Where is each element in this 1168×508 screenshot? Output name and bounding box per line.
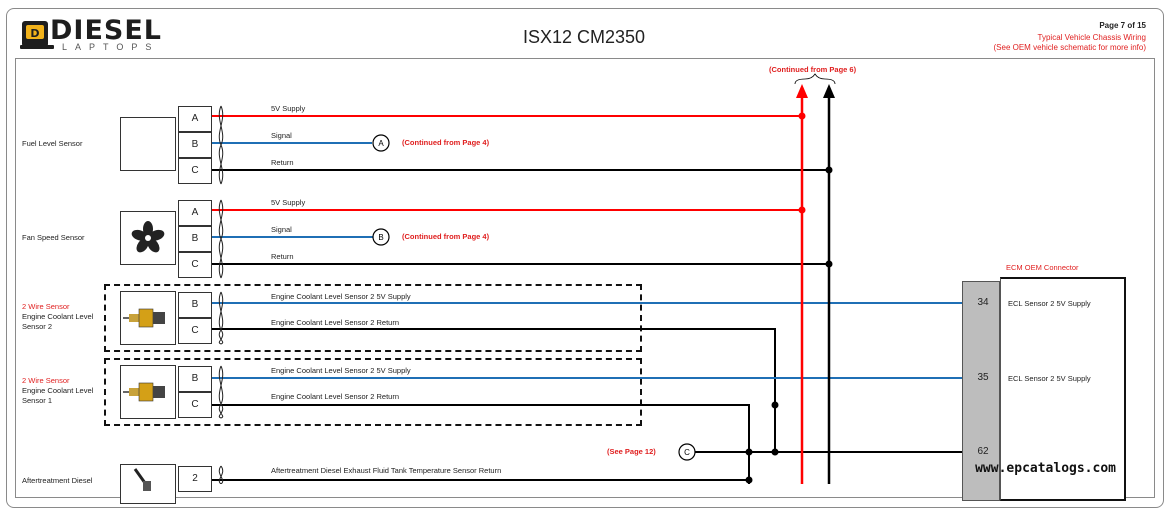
coolant-1-name-line2: Sensor 1 — [22, 396, 53, 405]
fan-speed-pin-a: A — [178, 200, 212, 226]
ecm-pin-34-desc: ECL Sensor 2 5V Supply — [1008, 299, 1091, 308]
page-number: Page 7 of 15 — [1099, 21, 1146, 30]
splice-dot — [798, 206, 806, 214]
fuel-level-pin-b: B — [178, 132, 212, 158]
splice-dot — [798, 112, 806, 120]
coolant-2-supply-label: Engine Coolant Level Sensor 2 5V Supply — [271, 292, 411, 301]
oem-note: (See OEM vehicle schematic for more info… — [993, 43, 1147, 52]
splice-dot — [745, 448, 753, 456]
brand-subtitle: LAPTOPS — [62, 42, 160, 52]
fuel-level-sensor-body — [120, 117, 176, 171]
ecm-pin-34: 34 — [977, 297, 989, 308]
coolant-sensor-icon — [123, 308, 165, 328]
splice-dot — [771, 401, 779, 409]
ecm-pin-35: 35 — [977, 372, 989, 383]
ecm-connector-title: ECM OEM Connector — [1006, 263, 1079, 272]
coolant-1-pin-b: B — [178, 366, 212, 392]
return-arrow-icon — [823, 84, 835, 98]
coolant-1-supply-label: Engine Coolant Level Sensor 2 5V Supply — [271, 366, 411, 375]
coolant-sensor-2-group — [104, 284, 642, 352]
fan-speed-sensor-label: Fan Speed Sensor — [22, 233, 85, 242]
coolant-1-pin-c: C — [178, 392, 212, 418]
coolant-1-return-wire — [212, 404, 750, 484]
logo-emblem-icon: D — [20, 21, 54, 49]
ecm-connector-body — [1000, 277, 1126, 501]
fan-signal-label: Signal — [271, 225, 292, 234]
connector-c-circle — [678, 443, 696, 461]
fan-supply-label: 5V Supply — [271, 198, 306, 207]
page-title: ISX12 CM2350 — [522, 27, 646, 47]
fuel-return-label: Return — [271, 158, 294, 167]
coolant-sensor-2-body — [120, 291, 176, 345]
harness-twist-symbol — [218, 105, 224, 484]
wiring-diagram: A B C — [212, 73, 962, 484]
svg-text:D: D — [30, 27, 39, 40]
connector-a-label: A — [378, 139, 384, 148]
chassis-note: Typical Vehicle Chassis Wiring — [1037, 33, 1146, 42]
see-page-12-label: (See Page 12) — [607, 447, 656, 456]
splice-dot — [825, 166, 833, 174]
aftertreatment-wire-label: Aftertreatment Diesel Exhaust Fluid Tank… — [271, 466, 502, 475]
brand-name: DIESEL — [50, 15, 162, 46]
coolant-1-return-label: Engine Coolant Level Sensor 2 Return — [271, 392, 399, 401]
connector-b-label: B — [378, 233, 383, 242]
connector-c-label: C — [684, 448, 690, 457]
brand-logo: D DIESEL LAPTOPS — [20, 15, 162, 53]
fuel-signal-label: Signal — [271, 131, 292, 140]
watermark-text: www.epcatalogs.com — [975, 461, 1116, 476]
fuel-signal-continuation: (Continued from Page 4) — [402, 138, 490, 147]
coolant-1-name-line1: Engine Coolant Level — [22, 386, 94, 395]
coolant-2-return-label: Engine Coolant Level Sensor 2 Return — [271, 318, 399, 327]
coolant-2-name-line1: Engine Coolant Level — [22, 312, 94, 321]
aftertreatment-sensor-label: Aftertreatment Diesel — [22, 476, 93, 485]
coolant-sensor-1-group — [104, 358, 642, 426]
splice-dot — [771, 448, 779, 456]
coolant-2-type-label: 2 Wire Sensor — [22, 302, 70, 311]
fuel-level-sensor-label: Fuel Level Sensor — [22, 139, 83, 148]
coolant-sensor-icon — [123, 382, 165, 402]
coolant-2-name-line2: Sensor 2 — [22, 322, 53, 331]
ecm-pin-column — [962, 281, 1000, 501]
continuation-brace — [794, 73, 836, 85]
ecm-pin-62: 62 — [977, 446, 989, 457]
fan-speed-sensor-body — [120, 211, 176, 265]
supply-arrow-icon — [796, 84, 808, 98]
coolant-2-pin-b: B — [178, 292, 212, 318]
fan-icon — [131, 221, 165, 253]
continued-from-page-6: (Continued from Page 6) — [769, 65, 857, 74]
splice-dot — [825, 260, 833, 268]
fan-speed-pin-b: B — [178, 226, 212, 252]
fan-return-label: Return — [271, 252, 294, 261]
connector-a-circle — [372, 134, 390, 152]
coolant-2-pin-c: C — [178, 318, 212, 344]
fan-signal-continuation: (Continued from Page 4) — [402, 232, 490, 241]
fan-speed-pin-c: C — [178, 252, 212, 278]
fuel-supply-label: 5V Supply — [271, 104, 306, 113]
splice-dot — [745, 476, 753, 484]
fuel-level-pin-c: C — [178, 158, 212, 184]
ecm-pin-35-desc: ECL Sensor 2 5V Supply — [1008, 374, 1091, 383]
coolant-sensor-1-body — [120, 365, 176, 419]
coolant-1-type-label: 2 Wire Sensor — [22, 376, 70, 385]
connector-b-circle — [372, 228, 390, 246]
coolant-2-return-wire — [212, 328, 776, 452]
fuel-level-pin-a: A — [178, 106, 212, 132]
